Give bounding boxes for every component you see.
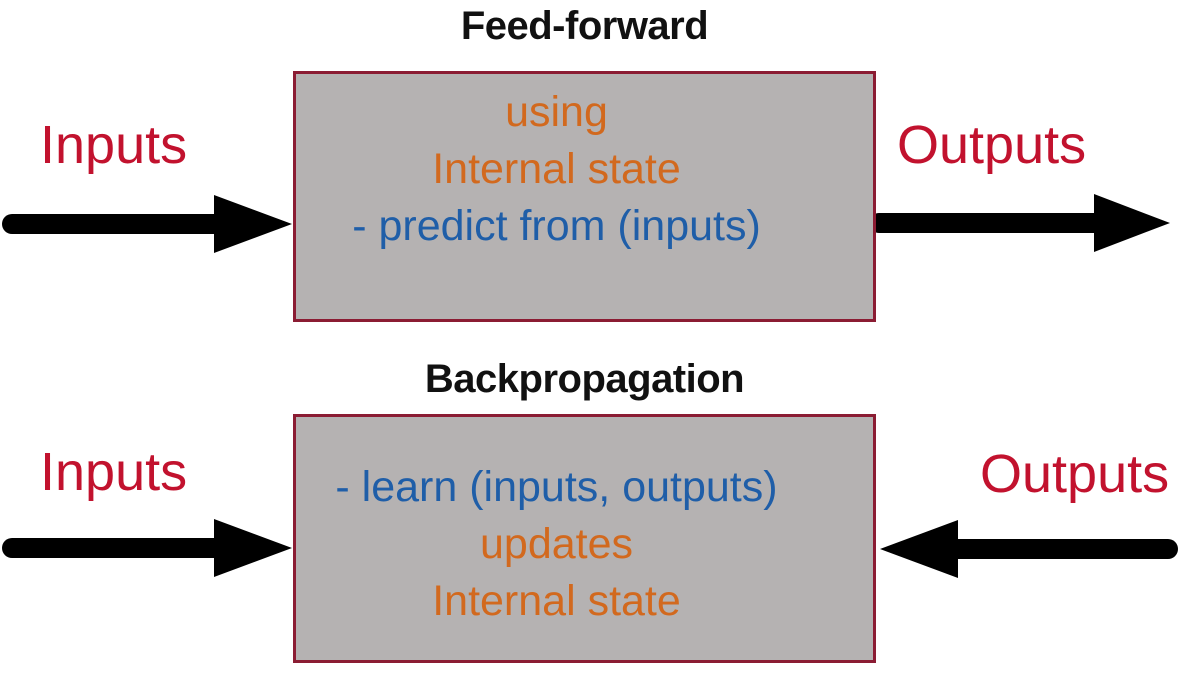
outputs-arrow-top (876, 194, 1170, 252)
feed-forward-box: using Internal state - predict from (inp… (293, 71, 876, 322)
inputs-arrow-top (2, 195, 292, 253)
outputs-label-bottom: Outputs (980, 444, 1170, 504)
box-text-line: - predict from (inputs) (352, 202, 761, 250)
outputs-label-top: Outputs (897, 115, 1087, 175)
box-text-line: updates (479, 520, 634, 568)
backpropagation-box: - learn (inputs, outputs) updates Intern… (293, 414, 876, 663)
inputs-label-top: Inputs (40, 115, 188, 175)
box-text-line: Internal state (432, 145, 681, 193)
box-text-line: using (505, 88, 608, 136)
inputs-label-bottom: Inputs (40, 442, 188, 502)
feed-forward-box-text: using Internal state - predict from (inp… (268, 74, 845, 255)
feed-forward-title: Feed-forward (460, 4, 709, 48)
box-text-line: - learn (inputs, outputs) (335, 463, 778, 511)
backpropagation-title: Backpropagation (424, 357, 745, 401)
backpropagation-box-text: - learn (inputs, outputs) updates Intern… (268, 417, 845, 630)
outputs-arrow-bottom (880, 520, 1178, 578)
box-text-line: Internal state (432, 577, 681, 625)
inputs-arrow-bottom (2, 519, 292, 577)
